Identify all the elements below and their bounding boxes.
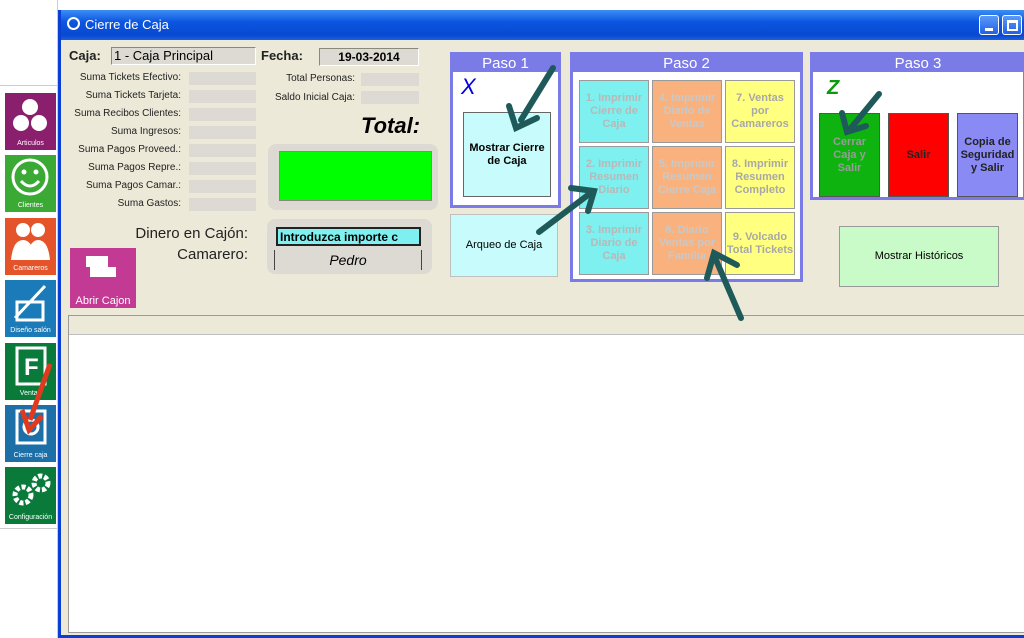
paso2-button[interactable]: 1. Imprimir Cierre de Caja [579,80,649,143]
sidebar-item-ventas[interactable]: F Ventas [5,343,56,400]
total-personas-label: Total Personas: [286,73,355,84]
maximize-button[interactable] [1002,15,1022,35]
mostrar-historicos-button[interactable]: Mostrar Históricos [839,226,999,287]
cash-drawer-icon [86,256,116,277]
arrow-annotations [506,65,882,321]
results-area[interactable] [68,315,1024,633]
suma-label: Suma Pagos Proveed.: [78,144,181,155]
suma-field [189,144,256,157]
paso1-title: Paso 1 [453,55,558,72]
paso2-title: Paso 2 [573,55,800,72]
suma-field [189,180,256,193]
suma-label: Suma Pagos Repre.: [88,162,181,173]
mostrar-cierre-button[interactable]: Mostrar Cierre de Caja [463,112,551,197]
fecha-field[interactable]: 19-03-2014 [319,48,419,66]
results-header [69,316,1024,335]
caja-label: Caja: [69,48,101,63]
total-label: Total: [361,113,421,138]
articulos-icon [13,99,47,131]
suma-field [189,126,256,139]
desktop-separator [0,85,58,86]
cierre-caja-window: Cierre de Caja Caja: 1 - Caja Principal … [58,10,1024,638]
maximize-icon [1007,20,1018,31]
suma-field [189,72,256,85]
dinero-cajon-label: Dinero en Cajón: [135,225,248,242]
paso3-mark: Z [827,77,840,99]
camarero-label: Camarero: [177,246,248,263]
sidebar-item-clientes[interactable]: Clientes [5,155,56,212]
paso1-panel: Paso 1 X Mostrar Cierre de Caja [450,52,561,208]
arqueo-caja-button[interactable]: Arqueo de Caja [450,214,558,277]
paso2-button[interactable]: 8. Imprimir Resumen Completo [725,146,795,209]
suma-label: Suma Tickets Efectivo: [79,72,181,83]
design-icon [13,284,47,322]
suma-label: Suma Tickets Tarjeta: [85,90,181,101]
sidebar-item-label: Configuración [8,514,53,521]
total-display [279,151,432,201]
abrir-cajon-button[interactable]: Abrir Cajon [70,248,136,308]
dinero-input[interactable]: Introduzca importe c [276,227,421,246]
people-icon [11,223,50,260]
window-titlebar[interactable]: Cierre de Caja [61,10,1024,40]
paso1-mark: X [461,74,476,99]
saldo-inicial-label: Saldo Inicial Caja: [274,92,355,103]
sidebar-item-label: Camareros [13,265,48,272]
sidebar-item-label: Articulos [17,140,44,147]
paso2-button[interactable]: 5. Imprimir Resumen Cierre Caja [652,146,722,209]
total-personas-field [361,73,419,86]
camarero-field[interactable]: Pedro [274,250,422,270]
paso3-title: Paso 3 [813,55,1023,72]
desktop-separator [0,528,58,529]
paso2-button[interactable]: 3. Imprimir Diario de Caja [579,212,649,275]
suma-label: Suma Ingresos: [110,126,181,137]
sidebar-item-camareros[interactable]: Camareros [5,218,56,275]
red-arrow-annotation [20,363,53,435]
gears-icon [12,473,51,506]
minimize-icon [985,28,993,31]
smiley-icon [11,158,49,196]
minimize-button[interactable] [979,15,999,35]
sidebar-item-label: Diseño salón [10,327,51,334]
sidebar-item-label: Ventas [19,390,42,397]
paso2-button[interactable]: 4. Imprimir Diario de Ventas [652,80,722,143]
copia-seguridad-button[interactable]: Copia de Seguridad y Salir [957,113,1018,197]
salir-button[interactable]: Salir [888,113,949,197]
suma-label: Suma Recibos Clientes: [74,108,181,119]
suma-field [189,108,256,121]
suma-field [189,90,256,103]
suma-label: Suma Pagos Camar.: [85,180,181,191]
svg-text:F: F [24,354,39,381]
invoice-icon: F [15,346,47,386]
caja-field[interactable]: 1 - Caja Principal [111,47,256,65]
saldo-inicial-field [361,91,419,104]
window-icon [67,17,80,30]
sidebar-item-articulos[interactable]: Articulos [5,93,56,150]
paso2-button[interactable]: 2. Imprimir Resumen Diario [579,146,649,209]
abrir-cajon-label: Abrir Cajon [75,295,131,307]
suma-field [189,198,256,211]
suma-label: Suma Gastos: [117,198,181,209]
sidebar-item-configuracion[interactable]: Configuración [5,467,56,524]
sidebar-item-label: Cierre caja [13,452,48,459]
sidebar-item-label: Clientes [17,202,44,209]
fecha-label: Fecha: [261,48,303,63]
suma-field [189,162,256,175]
window-title: Cierre de Caja [85,17,169,32]
sidebar-item-diseno-salon[interactable]: Diseño salón [5,280,56,337]
paso2-button[interactable]: 7. Ventas por Camareros [725,80,795,143]
